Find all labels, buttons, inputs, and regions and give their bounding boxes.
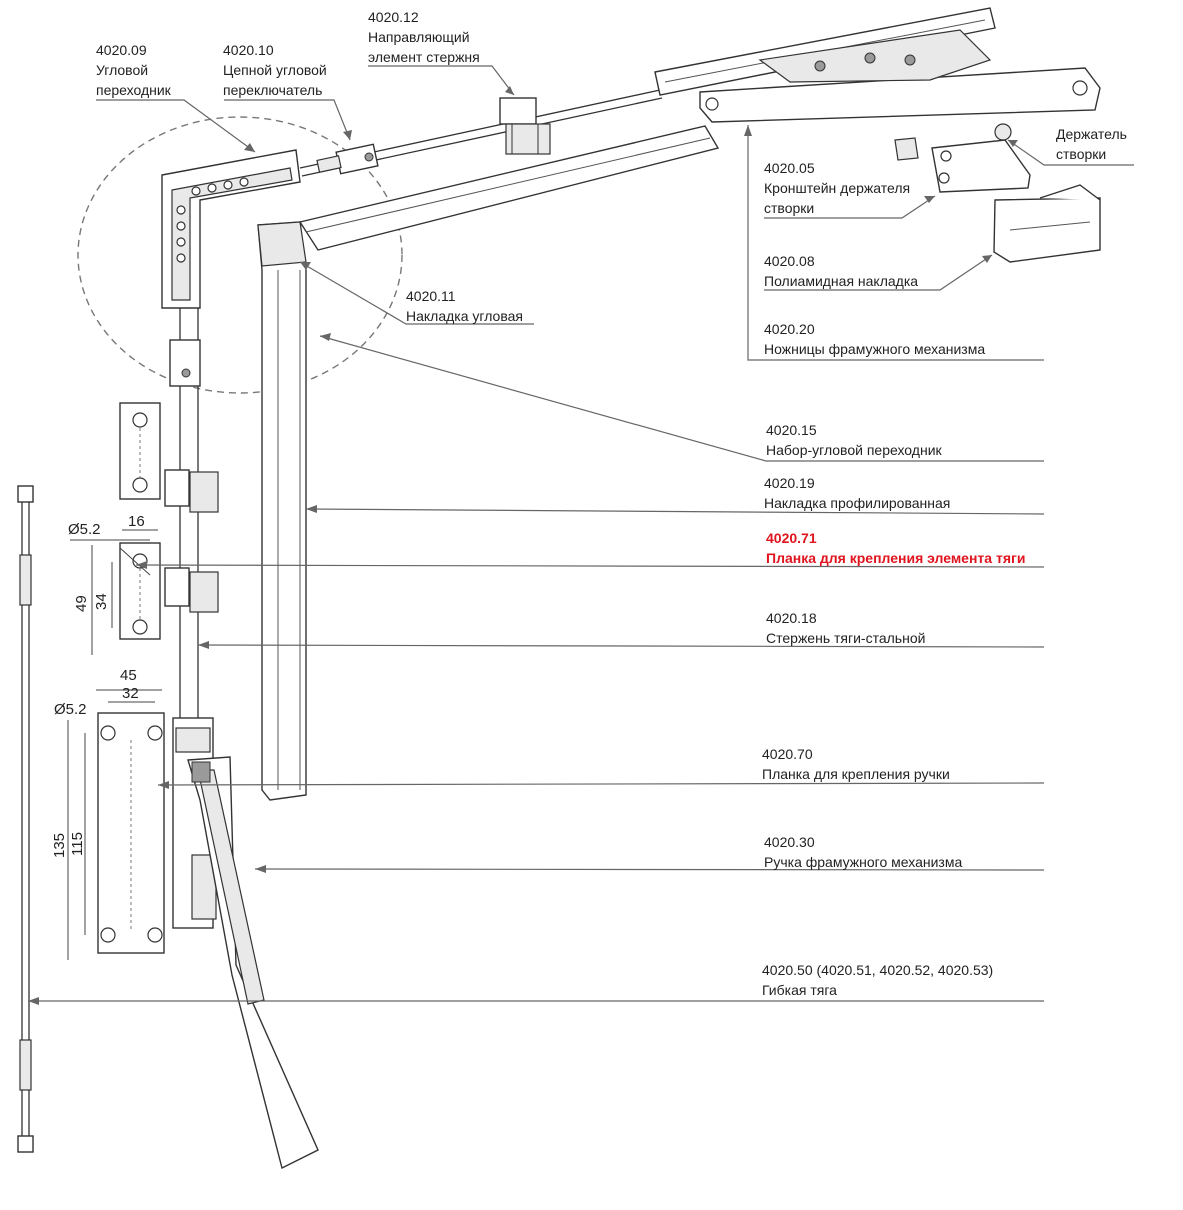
- callout-4020-05: 4020.05 Кронштейн держателя створки: [764, 158, 914, 218]
- callout-code: 4020.05: [764, 160, 815, 176]
- dim-large-height-outer: 135: [51, 833, 68, 858]
- dim-large-height-inner: 115: [69, 832, 86, 856]
- callout-name: Накладка профилированная: [764, 495, 951, 511]
- dim-large-width-outer: 45: [120, 667, 137, 684]
- rod-guide-part: [499, 97, 551, 155]
- callout-name: Ножницы фрамужного механизма: [764, 341, 986, 357]
- callout-4020-20: 4020.20 Ножницы фрамужного механизма: [764, 319, 985, 359]
- callout-code: 4020.15: [766, 422, 817, 438]
- dim-small-width: 16: [128, 513, 145, 530]
- large-plate-dimensioned: [67, 689, 165, 960]
- callout-name: Полиамидная накладка: [764, 273, 919, 289]
- dim-large-hole: Ø5.2: [54, 701, 87, 718]
- callout-code: 4020.71: [766, 530, 817, 546]
- callout-code: 4020.08: [764, 253, 815, 269]
- dim-small-height-inner: 34: [93, 593, 110, 610]
- callout-code: 4020.30: [764, 834, 815, 850]
- callout-4020-30: 4020.30 Ручка фрамужного механизма: [764, 832, 962, 872]
- callout-4020-12: 4020.12 Направляющий элемент стержня: [368, 7, 498, 67]
- chain-corner-switch-part: [316, 143, 379, 175]
- callout-code: 4020.19: [764, 475, 815, 491]
- callout-name: Направляющий элемент стержня: [368, 29, 480, 65]
- callout-code: 4020.11: [406, 288, 456, 304]
- callout-code: 4020.12: [368, 9, 419, 25]
- callout-4020-10: 4020.10 Цепной угловой переключатель: [223, 40, 353, 100]
- dim-small-hole: Ø5.2: [68, 521, 101, 538]
- callout-name: Планка для крепления элемента тяги: [766, 550, 1026, 566]
- callout-code: 4020.70: [762, 746, 813, 762]
- callout-name: Накладка угловая: [406, 308, 523, 324]
- callout-4020-18: 4020.18 Стержень тяги-стальной: [766, 608, 925, 648]
- handle-part: [187, 756, 319, 1170]
- corner-detail-circle: [77, 116, 403, 394]
- corner-transfer-part: [161, 149, 301, 309]
- callout-name: Держатель створки: [1056, 126, 1127, 162]
- callout-name: Цепной угловой переключатель: [223, 62, 327, 98]
- callout-4020-71: 4020.71 Планка для крепления элемента тя…: [766, 528, 1025, 568]
- leader-lines: [28, 65, 1134, 1002]
- callout-4020-50: 4020.50 (4020.51, 4020.52, 4020.53) Гибк…: [762, 960, 993, 1000]
- horizontal-cover-part: [298, 125, 720, 251]
- leader-arrows: [28, 86, 1018, 1005]
- callout-name: Набор-угловой переходник: [766, 442, 942, 458]
- sash-holder-bracket-part: [894, 123, 1031, 193]
- profiled-cover-part: [257, 221, 307, 801]
- polyamide-cover-part: [993, 184, 1101, 263]
- dim-small-height-outer: 49: [73, 595, 90, 612]
- callout-name: Стержень тяги-стальной: [766, 630, 926, 646]
- dim-large-width-inner: 32: [122, 685, 139, 702]
- callout-code: 4020.50 (4020.51, 4020.52, 4020.53): [762, 962, 994, 978]
- callout-name: Ручка фрамужного механизма: [764, 854, 963, 870]
- flexible-rod-part: [17, 485, 34, 1153]
- rod-clips: [164, 469, 219, 613]
- callout-4020-11: 4020.11 Накладка угловая: [406, 286, 523, 326]
- callout-4020-19: 4020.19 Накладка профилированная: [764, 473, 950, 513]
- callout-code: 4020.20: [764, 321, 815, 337]
- callout-4020-08: 4020.08 Полиамидная накладка: [764, 251, 918, 291]
- callout-sash-holder: Держатель створки: [1056, 124, 1138, 164]
- scissors-part: [654, 7, 1101, 123]
- callout-code: 4020.09: [96, 42, 147, 58]
- vertical-rod: [169, 308, 201, 740]
- callout-code: 4020.18: [766, 610, 817, 626]
- callout-name: Планка для крепления ручки: [762, 766, 950, 782]
- callout-4020-15: 4020.15 Набор-угловой переходник: [766, 420, 942, 460]
- callout-name: Кронштейн держателя створки: [764, 180, 911, 216]
- callout-4020-09: 4020.09 Угловой переходник: [96, 40, 186, 100]
- callout-code: 4020.10: [223, 42, 274, 58]
- callout-4020-70: 4020.70 Планка для крепления ручки: [762, 744, 950, 784]
- small-plate-dimensioned: [70, 529, 161, 655]
- callout-name: Гибкая тяга: [762, 982, 837, 998]
- small-plate-detail: [119, 402, 161, 500]
- callout-name: Угловой переходник: [96, 62, 171, 98]
